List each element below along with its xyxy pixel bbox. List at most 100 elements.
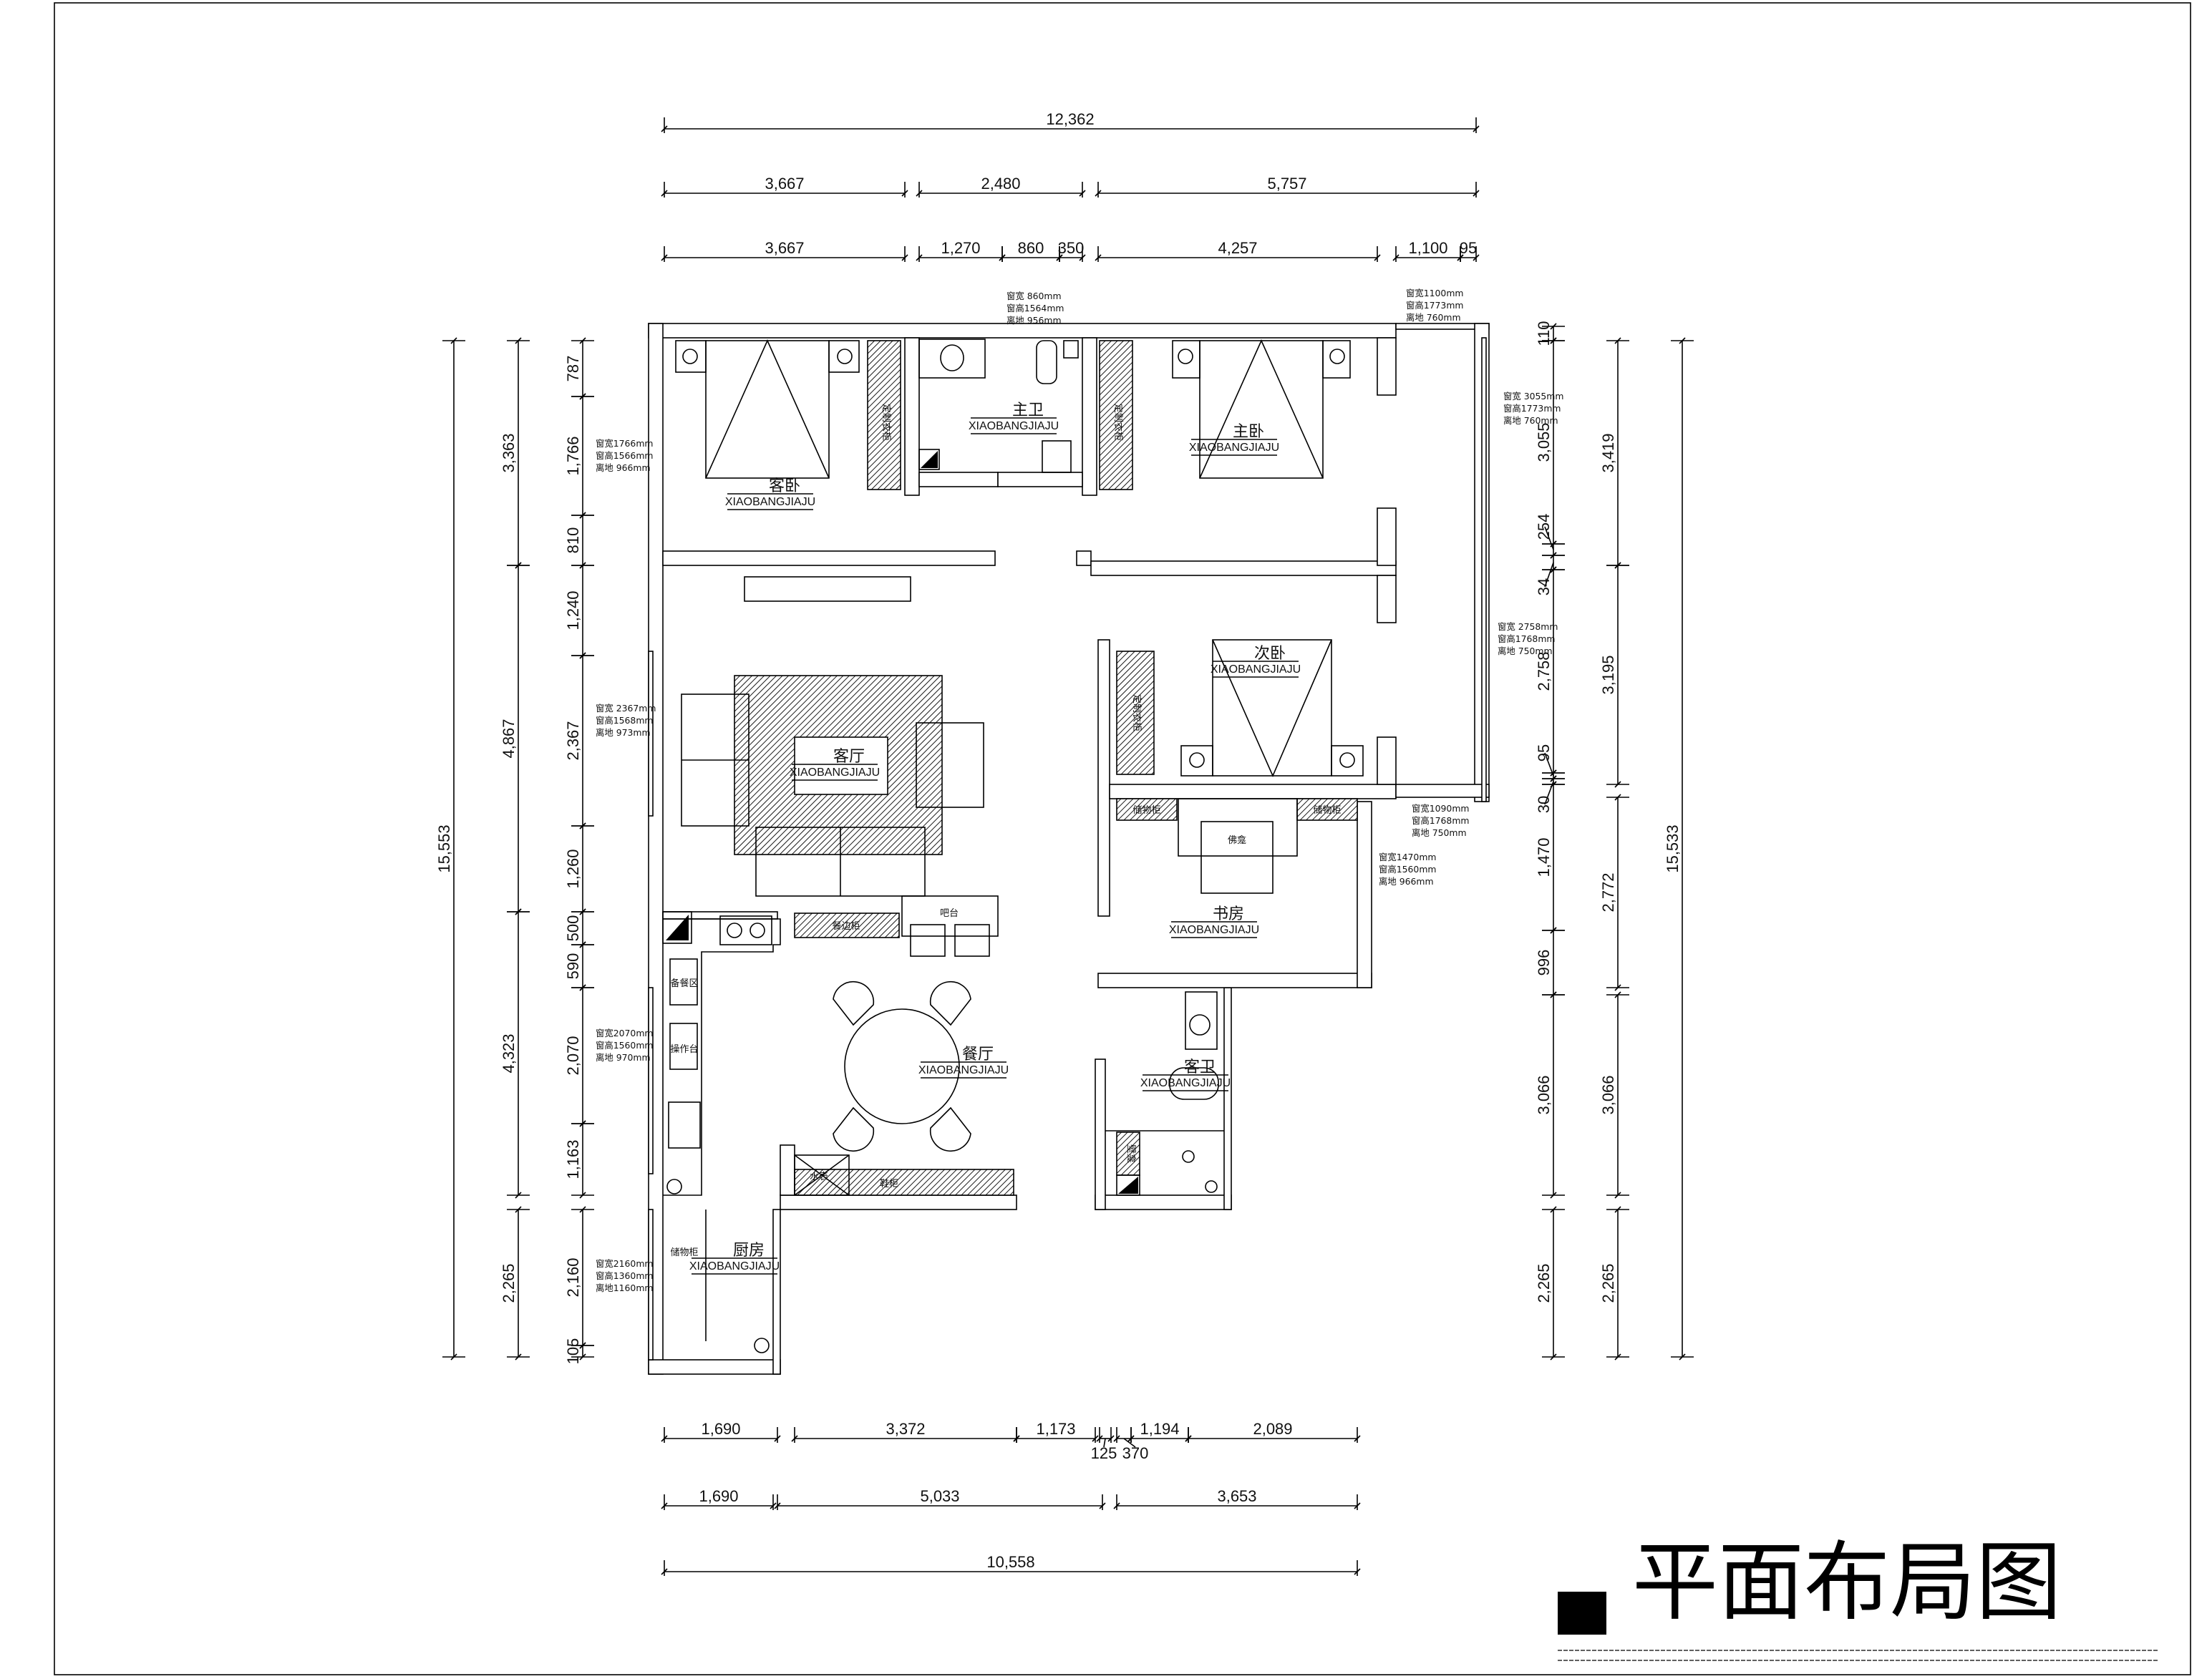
dimension-tick [661, 1435, 668, 1442]
wall-segment [1076, 550, 1092, 566]
window-spec-line: 窗宽1470mm [1379, 852, 1436, 862]
wall-segment [1097, 639, 1110, 917]
wall-segment [648, 1359, 781, 1375]
bar-counter-label: 吧台 [940, 908, 959, 919]
dimension-label: 1,766 [564, 436, 582, 475]
wardrobe-second [1116, 651, 1155, 775]
dimension-tick [774, 1502, 781, 1509]
dimension-tick [1550, 337, 1557, 344]
dimension-tick [1079, 254, 1086, 261]
second-bedroom-bed [1180, 639, 1364, 777]
guest-bed [675, 339, 860, 479]
dimension-leader [1123, 1438, 1136, 1448]
window-spec-line: 离地 966mm [1379, 876, 1434, 887]
dimension-tick [661, 254, 668, 261]
dimension-tick [579, 652, 586, 659]
living-room-sofa-set [681, 675, 984, 897]
room-name: 餐厅 [962, 1046, 994, 1064]
dimension-tick [661, 190, 668, 197]
wall-segment [1109, 784, 1397, 799]
window-spec-line: 离地 760mm [1503, 415, 1558, 426]
wardrobe-label: 定制衣柜 [1112, 404, 1124, 441]
master-bath-fixtures [918, 339, 1079, 473]
furniture [662, 339, 1364, 1353]
dimension-tick [1614, 984, 1621, 991]
dimension-tick [579, 512, 586, 519]
dimension-tick [1550, 1192, 1557, 1199]
dimension-label: 105 [564, 1338, 582, 1365]
dimension-tick [1614, 794, 1621, 801]
dimension-tick [999, 254, 1006, 261]
dimension-tick [1614, 991, 1621, 998]
dimension-tick [1550, 323, 1557, 330]
floor-drain [754, 1338, 770, 1353]
dimension-tick [1096, 1435, 1103, 1442]
window-spec-line: 窗高1564mm [1006, 303, 1064, 313]
room-name: 主卧 [1233, 423, 1264, 441]
wall-segment [648, 651, 654, 817]
window-spec-line: 窗宽 2758mm [1498, 621, 1558, 632]
dimension-label: 996 [1535, 950, 1553, 976]
dimension-tick [579, 1353, 586, 1361]
dimension-label: 370 [1122, 1444, 1149, 1462]
dimension-tick [1354, 1568, 1361, 1575]
dimension-label: 2,265 [500, 1263, 518, 1303]
window-spec-line: 离地 750mm [1498, 646, 1553, 656]
room-name: 厨房 [733, 1242, 765, 1260]
dimension-tick [1550, 991, 1557, 998]
dimension-label: 3,419 [1599, 433, 1617, 472]
dimension-tick [1392, 254, 1400, 261]
dimension-leader [1544, 562, 1554, 588]
sideboard-label: 餐边柜 [832, 920, 860, 932]
wall-segment [997, 472, 1083, 487]
dimension-tick [916, 254, 923, 261]
dimension-leader [1544, 752, 1554, 777]
dimension-label: 3,653 [1217, 1487, 1256, 1505]
dimension-label: 2,367 [564, 721, 582, 760]
dimension-label: 95 [1535, 744, 1553, 761]
shoe-cabinet-label: 鞋柜 [880, 1178, 898, 1189]
drawing-title: 平面布局图 [1632, 1533, 2062, 1632]
dimension-label: 2,089 [1253, 1420, 1292, 1438]
wall-segment [1082, 337, 1097, 496]
dimension-label: 3,372 [886, 1420, 925, 1438]
dimension-tick [1056, 254, 1063, 261]
dimension-label: 1,194 [1140, 1420, 1179, 1438]
window-spec-line: 窗宽 860mm [1006, 291, 1062, 301]
dimension-tick [579, 393, 586, 400]
window-spec-line: 离地 966mm [596, 462, 651, 473]
room-subtitle: XIAOBANGJIAJU [918, 1064, 1009, 1076]
dimension-tick [579, 1206, 586, 1213]
wall-segment [780, 1194, 1017, 1210]
dimension-label: 1,240 [564, 590, 582, 630]
dimension-label: 12,362 [1046, 110, 1094, 128]
dimension-label: 2,070 [564, 1036, 582, 1075]
sheet-border [54, 2, 2191, 1675]
window-spec-line: 窗宽2160mm [596, 1258, 653, 1269]
wall-segment [1357, 801, 1372, 988]
dimension-label: 4,323 [500, 1033, 518, 1073]
dimension-tick [1113, 1502, 1120, 1509]
room-subtitle: XIAOBANGJIAJU [969, 420, 1059, 432]
dimension-tick [1679, 1353, 1686, 1361]
dimension-tick [661, 1568, 668, 1575]
dimension-tick [515, 1353, 522, 1361]
dimension-tick [1550, 566, 1557, 573]
dimension-label: 1,690 [699, 1487, 738, 1505]
dimension-tick [1614, 1353, 1621, 1361]
window-spec-line: 窗宽 2367mm [596, 703, 656, 714]
window-spec-line: 窗宽1100mm [1406, 288, 1463, 298]
room-subtitle: XIAOBANGJIAJU [689, 1260, 780, 1272]
window-spec-line: 离地 760mm [1406, 312, 1461, 323]
dimension-tick [579, 337, 586, 344]
dimension-label: 5,757 [1267, 175, 1306, 193]
dimension-tick [1550, 927, 1557, 934]
dimension-label: 590 [564, 953, 582, 980]
